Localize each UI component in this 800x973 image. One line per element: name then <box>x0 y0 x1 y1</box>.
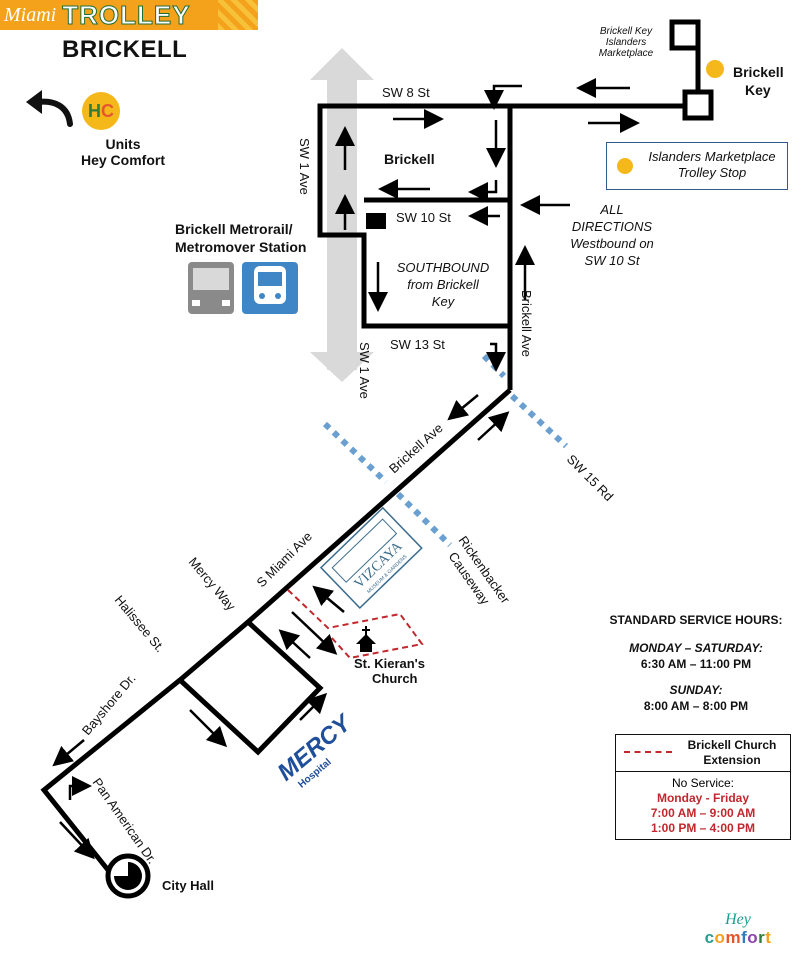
units-label: Units Hey Comfort <box>68 136 178 168</box>
badge-h: H <box>88 100 101 121</box>
hours-weekday: 6:30 AM – 11:00 PM <box>640 657 752 671</box>
miami-trolley-logo: Miami TROLLEY <box>0 0 258 30</box>
label-brickell-key-1: Brickell <box>733 64 784 80</box>
legend-stop-line1: Islanders Marketplace <box>648 149 776 164</box>
street-pan-american: Pan American Dr. <box>90 775 160 866</box>
back-arrow-icon <box>26 90 73 127</box>
street-s-miami-ave: S Miami Ave <box>254 529 316 591</box>
note-all-dir-2: DIRECTIONS <box>572 219 653 234</box>
street-halissee: Halissee St. <box>112 592 168 655</box>
label-metro-1: Brickell Metrorail/ <box>175 221 293 237</box>
label-islanders-2: Islanders <box>606 37 647 48</box>
note-southbound-2: from Brickell <box>407 277 480 292</box>
metrorail-station-marker <box>366 213 386 229</box>
trolley-stop-legend: Islanders Marketplace Trolley Stop <box>606 142 788 190</box>
metromover-icon <box>242 262 298 314</box>
service-hours: STANDARD SERVICE HOURS: MONDAY – SATURDA… <box>596 612 796 714</box>
extension-time-2: 1:00 PM – 4:00 PM <box>650 821 756 835</box>
hours-sunday: 8:00 AM – 8:00 PM <box>643 699 749 713</box>
note-southbound-1: SOUTHBOUND <box>397 260 489 275</box>
logo-comfort-letter: o <box>747 928 759 947</box>
extension-no-service: No Service: <box>671 776 735 790</box>
label-brickell: Brickell <box>384 151 435 167</box>
stop-dot-icon <box>617 158 633 174</box>
street-brickell-ave-diag: Brickell Ave <box>386 420 446 476</box>
street-sw13: SW 13 St <box>390 337 445 352</box>
label-islanders-1: Brickell Key <box>600 26 653 37</box>
logo-comfort-letter: c <box>704 928 715 947</box>
extension-title-2: Extension <box>703 753 761 767</box>
logo-comfort-letter: r <box>758 928 766 947</box>
label-st-kierans-1: St. Kieran's <box>354 656 425 671</box>
extension-title-1: Brickell Church <box>687 738 777 752</box>
street-sw8: SW 8 St <box>382 85 430 100</box>
label-brickell-key-2: Key <box>745 82 771 98</box>
logo-comfort-letter: t <box>765 928 772 947</box>
extension-days: Monday - Friday <box>656 791 749 805</box>
legend-stop-text: Islanders Marketplace Trolley Stop <box>641 149 783 181</box>
trolley-route <box>40 19 714 872</box>
extension-time-1: 7:00 AM – 9:00 AM <box>650 806 756 820</box>
street-brickell-ave-right: Brickell Ave <box>519 290 534 357</box>
church-extension-route <box>287 589 424 660</box>
extension-dash-icon <box>624 751 672 753</box>
hey-comfort-logo: Hey comfort <box>688 912 788 948</box>
vizcaya-logo: VIZCAYA MUSEUM & GARDENS <box>319 506 423 609</box>
logo-comfort-letter: o <box>714 928 726 947</box>
label-islanders-3: Marketplace <box>599 48 654 59</box>
logo-hey: Hey <box>725 911 751 928</box>
label-st-kierans-2: Church <box>372 671 418 686</box>
logo-trolley-text: TROLLEY <box>62 0 191 30</box>
logo-miami-text: Miami <box>4 3 57 26</box>
street-sw15: SW 15 Rd <box>564 452 617 505</box>
street-sw10: SW 10 St <box>396 210 451 225</box>
city-hall-terminus-icon <box>105 853 151 899</box>
church-icon <box>356 626 376 652</box>
units-line2: Hey Comfort <box>80 152 165 168</box>
route-title: BRICKELL <box>62 36 188 63</box>
units-line1: Units <box>105 136 141 152</box>
logo-comfort-letter: f <box>741 928 748 947</box>
badge-c: C <box>101 100 114 121</box>
note-all-dir-1: ALL <box>599 202 623 217</box>
legend-stop-line2: Trolley Stop <box>677 165 747 180</box>
label-metro-2: Metromover Station <box>175 239 306 255</box>
label-city-hall: City Hall <box>162 878 214 893</box>
bus-icon <box>188 262 234 314</box>
logo-comfort-letter: m <box>725 928 742 947</box>
street-bayshore: Bayshore Dr. <box>79 671 139 738</box>
brickell-key-stop-dot <box>706 60 724 78</box>
note-all-dir-4: SW 10 St <box>585 253 641 268</box>
street-sw1-top: SW 1 Ave <box>297 138 312 195</box>
direction-arrows <box>52 78 640 860</box>
street-sw1-bottom: SW 1 Ave <box>357 342 372 399</box>
note-all-dir-3: Westbound on <box>570 236 654 251</box>
church-extension-legend: Brickell Church Extension No Service: Mo… <box>615 734 791 840</box>
hours-title: STANDARD SERVICE HOURS: <box>609 613 783 627</box>
hours-sunday-label: SUNDAY: <box>669 683 723 697</box>
logo-pattern <box>218 0 258 30</box>
note-southbound-3: Key <box>432 294 456 309</box>
hours-weekday-label: MONDAY – SATURDAY: <box>629 641 763 655</box>
street-mercy-way: Mercy Way <box>186 554 239 613</box>
logo-comfort: comfort <box>688 928 788 948</box>
extension-title: Brickell Church Extension <box>678 738 786 768</box>
